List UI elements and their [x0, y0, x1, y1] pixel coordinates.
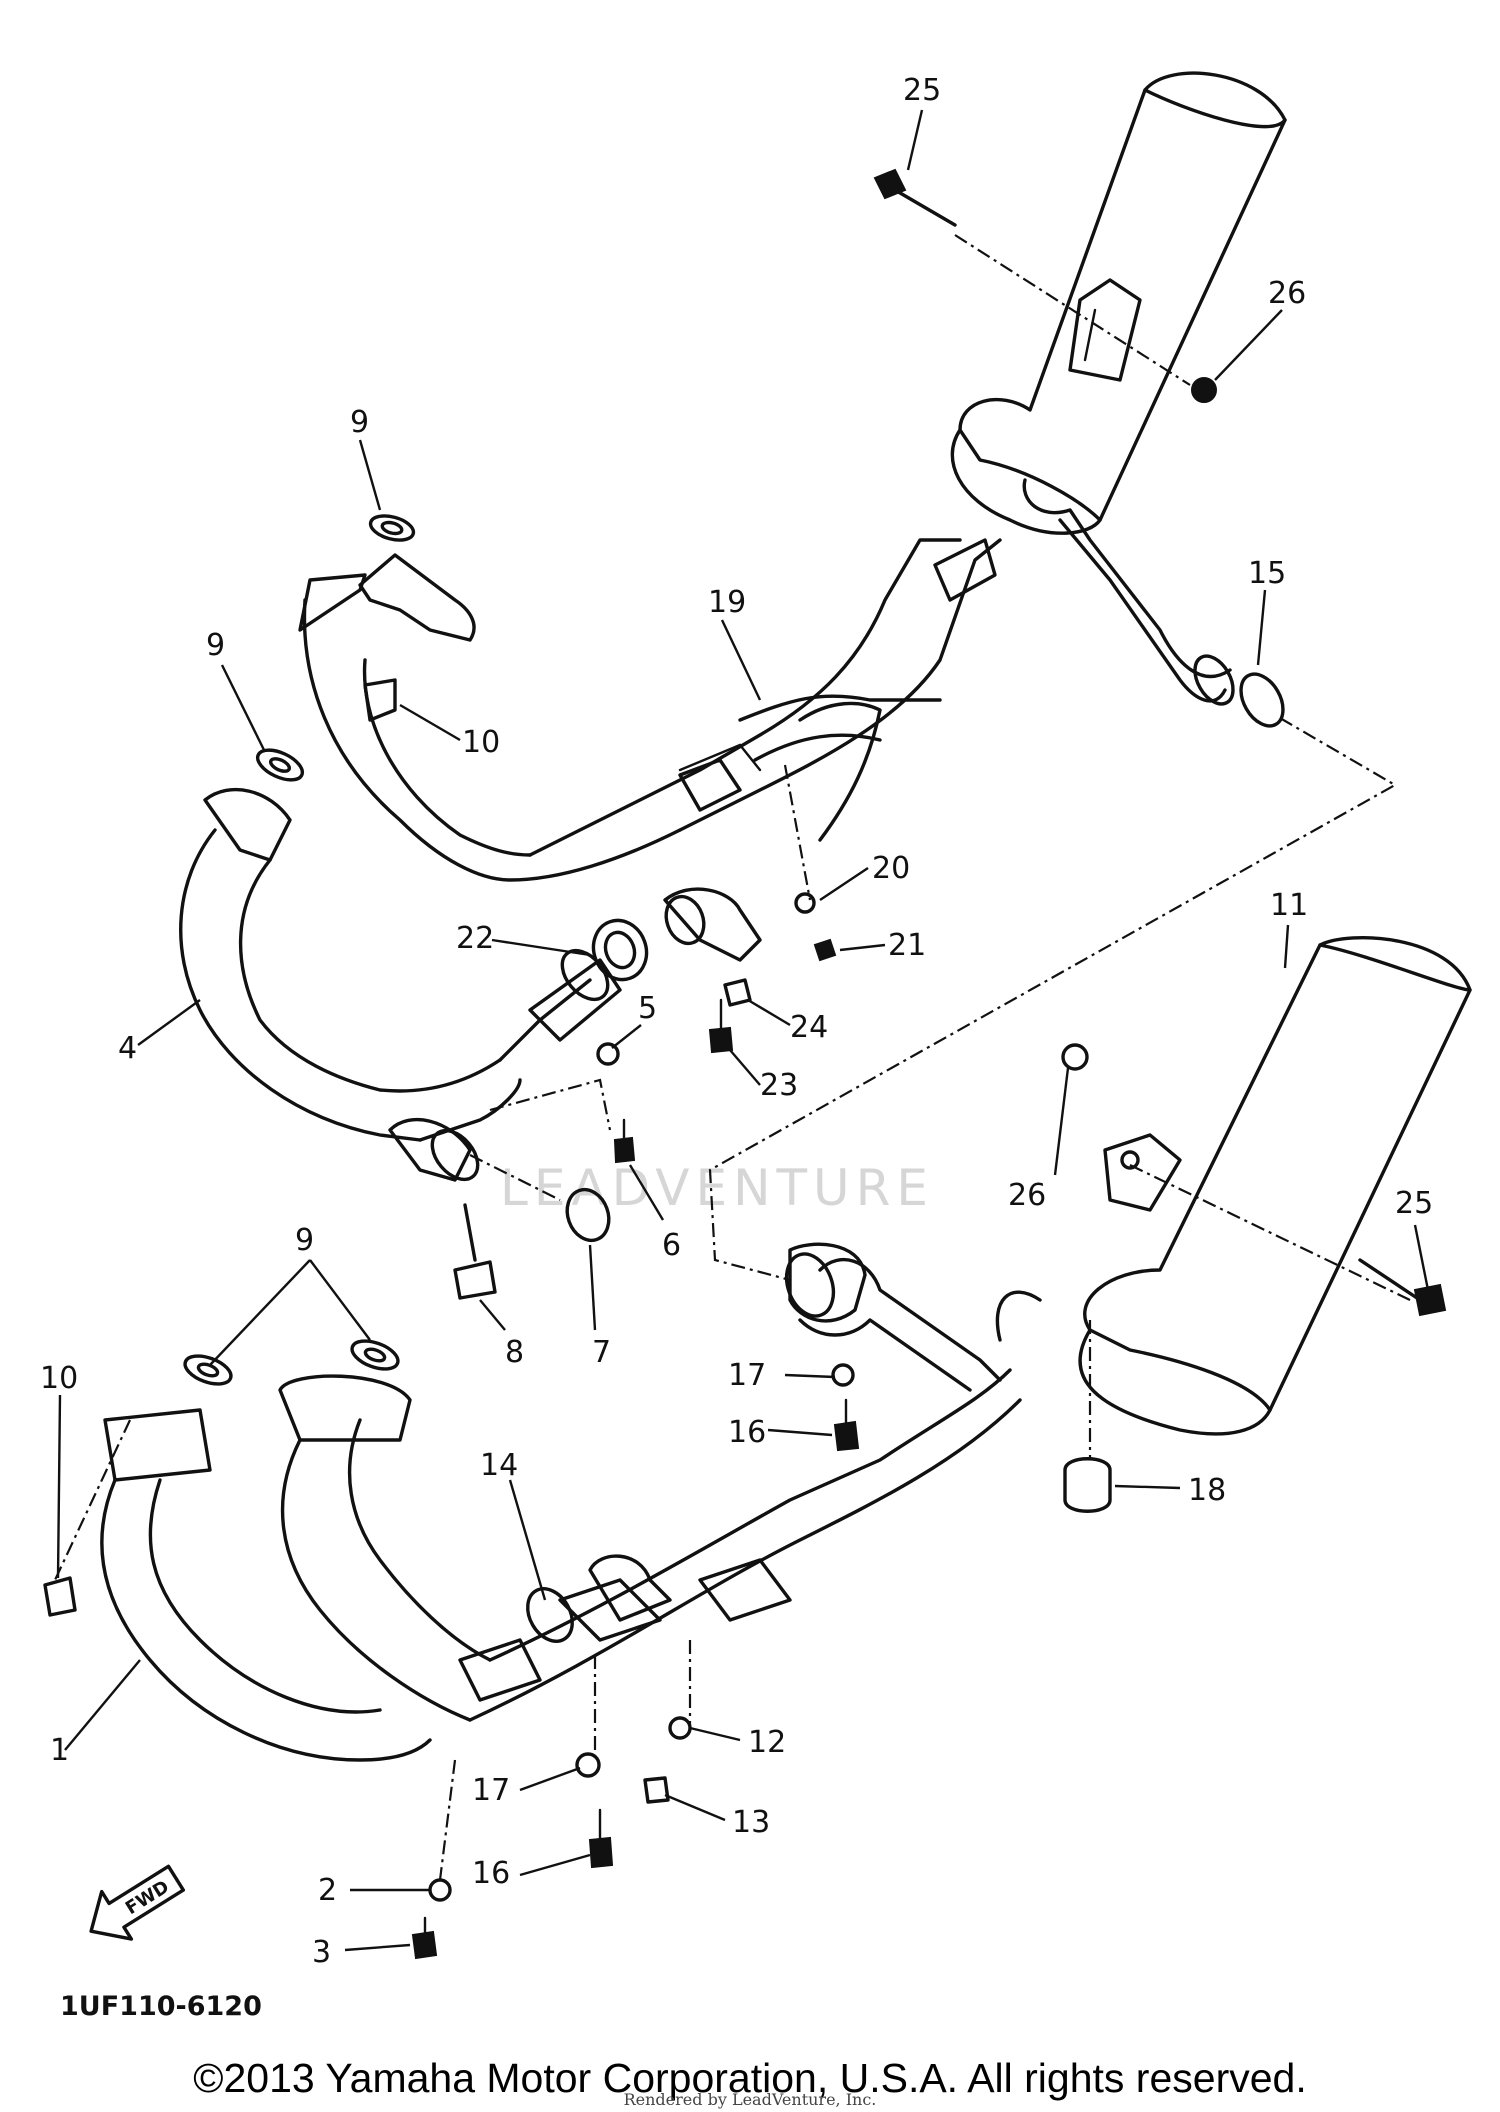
- nut-26-upper: [1191, 377, 1217, 403]
- callout-19: 19: [708, 585, 746, 620]
- callout-11: 11: [1270, 888, 1308, 923]
- gasket-15: [1239, 672, 1285, 728]
- callout-6: 6: [662, 1228, 681, 1263]
- watermark: LEADVENTURE: [500, 1159, 934, 1217]
- leader-lines: [56, 109, 1430, 1952]
- callout-25-lower: 25: [1395, 1186, 1433, 1221]
- callout-10-upper: 10: [462, 725, 500, 760]
- watermark-small: Rendered by LeadVenture, Inc.: [624, 2090, 877, 2109]
- callout-9-second: 9: [206, 628, 225, 663]
- gasket-9-lower-right: [350, 1339, 400, 1371]
- callout-2: 2: [318, 1873, 337, 1908]
- callout-10-lower: 10: [40, 1361, 78, 1396]
- nut-10-upper: [363, 678, 397, 722]
- callout-24: 24: [790, 1010, 828, 1045]
- callout-12: 12: [748, 1725, 786, 1760]
- callout-15: 15: [1248, 556, 1286, 591]
- callout-17-lower: 17: [472, 1773, 510, 1808]
- callout-5: 5: [638, 991, 657, 1026]
- gasket-9-lower-left: [183, 1354, 233, 1386]
- callout-9-lower: 9: [295, 1223, 314, 1258]
- crossover-pipe: [678, 538, 997, 812]
- upper-exhaust-pipe: [298, 538, 1002, 882]
- callout-25-upper: 25: [903, 73, 941, 108]
- callout-17-upper: 17: [728, 1358, 766, 1393]
- exhaust-pipe-4: [179, 787, 622, 1182]
- callout-22: 22: [456, 921, 494, 956]
- small-fasteners-middle: [453, 1042, 636, 1300]
- callout-16-upper: 16: [728, 1415, 766, 1450]
- callout-26-lower: 26: [1008, 1178, 1046, 1213]
- callout-16-lower: 16: [472, 1856, 510, 1891]
- callout-14: 14: [480, 1448, 518, 1483]
- nut-10-lower: [43, 1576, 77, 1617]
- callout-7: 7: [592, 1335, 611, 1370]
- drawing-code: 1UF110-6120: [60, 1991, 262, 2022]
- lower-connector-pipe: [784, 1242, 1042, 1392]
- callout-26-upper: 26: [1268, 276, 1306, 311]
- gasket-9-second: [255, 748, 305, 782]
- callout-18: 18: [1188, 1473, 1226, 1508]
- callout-8: 8: [505, 1335, 524, 1370]
- bolt-25-lower: [1358, 1258, 1447, 1317]
- callout-1: 1: [50, 1733, 69, 1768]
- exhaust-pipe-1: [100, 1368, 1022, 1762]
- alignment-lines: [54, 234, 1411, 1881]
- callout-13: 13: [732, 1805, 770, 1840]
- callout-20: 20: [872, 851, 910, 886]
- fwd-arrow-icon: FWD: [89, 1864, 186, 1941]
- nut-26-lower: [1061, 1043, 1089, 1071]
- upper-muffler: [950, 71, 1287, 535]
- gasket-9-upper: [368, 514, 416, 542]
- callout-9-upper: 9: [350, 405, 369, 440]
- callout-4: 4: [118, 1031, 137, 1066]
- upper-connector-pipe: [1022, 478, 1235, 706]
- callout-21: 21: [888, 928, 926, 963]
- lower-muffler: [1078, 936, 1472, 1436]
- callout-3: 3: [312, 1935, 331, 1970]
- bolt-25-upper: [873, 168, 957, 227]
- copyright-notice: ©2013 Yamaha Motor Corporation, U.S.A. A…: [193, 2055, 1306, 2101]
- callout-23: 23: [760, 1068, 798, 1103]
